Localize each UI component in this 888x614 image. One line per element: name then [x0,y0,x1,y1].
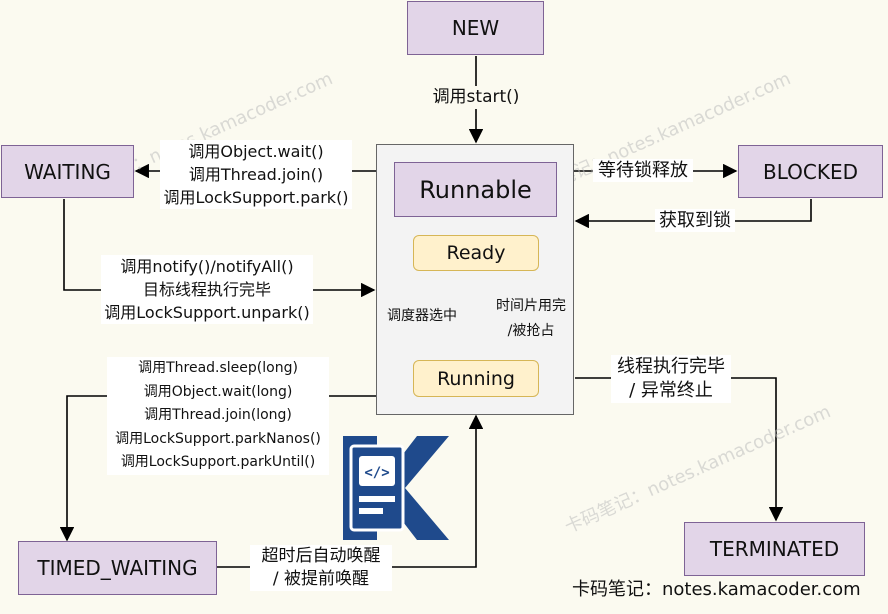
label-to-terminated: 线程执行完毕 / 异常终止 [611,355,731,403]
label-line: 调用LockSupport.park() [163,188,349,207]
label-to-waiting: 调用Object.wait() 调用Thread.join() 调用LockSu… [160,140,352,209]
label-from-timed-waiting: 超时后自动唤醒 / 被提前唤醒 [250,545,392,591]
state-timed-waiting: TIMED_WAITING [18,541,217,595]
label-line: 超时后自动唤醒 [261,546,381,566]
label-line: 调用notify()/notifyAll() [120,257,294,276]
label-line: 线程执行完毕 [617,356,725,377]
state-terminated: TERMINATED [684,522,865,576]
label-line: 时间片用完 [496,298,566,314]
state-waiting: WAITING [1,145,134,198]
label-line: 调用LockSupport.unpark() [104,303,310,322]
label-line: 调用LockSupport.parkNanos() [115,430,321,447]
label-line: / 异常终止 [629,380,713,401]
label-from-waiting: 调用notify()/notifyAll() 目标线程执行完毕 调用LockSu… [101,255,313,324]
label-new-to-runnable: 调用start() [424,86,528,109]
label-running-to-ready: 时间片用完 /被抢占 [489,294,573,344]
label-ready-to-running: 调度器选中 [387,308,457,324]
label-line: 调用Thread.join() [188,165,324,184]
label-from-blocked: 获取到锁 [655,209,735,232]
label-line: /被抢占 [507,323,555,339]
label-to-blocked: 等待锁释放 [593,159,693,182]
substate-ready: Ready [413,235,539,271]
svg-text:</>: </> [364,465,389,481]
kamacoder-logo-icon: </> [343,436,449,540]
arrow-from-blocked [574,199,812,229]
label-line: 调用Thread.join(long) [144,407,292,423]
label-line: 调用Object.wait(long) [143,383,293,400]
state-runnable: Runnable [394,162,557,217]
label-to-timed-waiting: 调用Thread.sleep(long) 调用Object.wait(long)… [107,357,329,475]
label-line: 调用Object.wait() [188,142,324,161]
label-line: / 被提前唤醒 [272,569,370,589]
substate-running: Running [413,360,539,397]
label-line: 调用LockSupport.parkUntil() [120,454,316,470]
state-blocked: BLOCKED [738,145,883,198]
footer-source: 卡码笔记：notes.kamacoder.com [572,579,861,600]
state-new: NEW [407,1,544,55]
label-line: 目标线程执行完毕 [142,280,271,299]
label-line: 调用Thread.sleep(long) [138,360,298,376]
